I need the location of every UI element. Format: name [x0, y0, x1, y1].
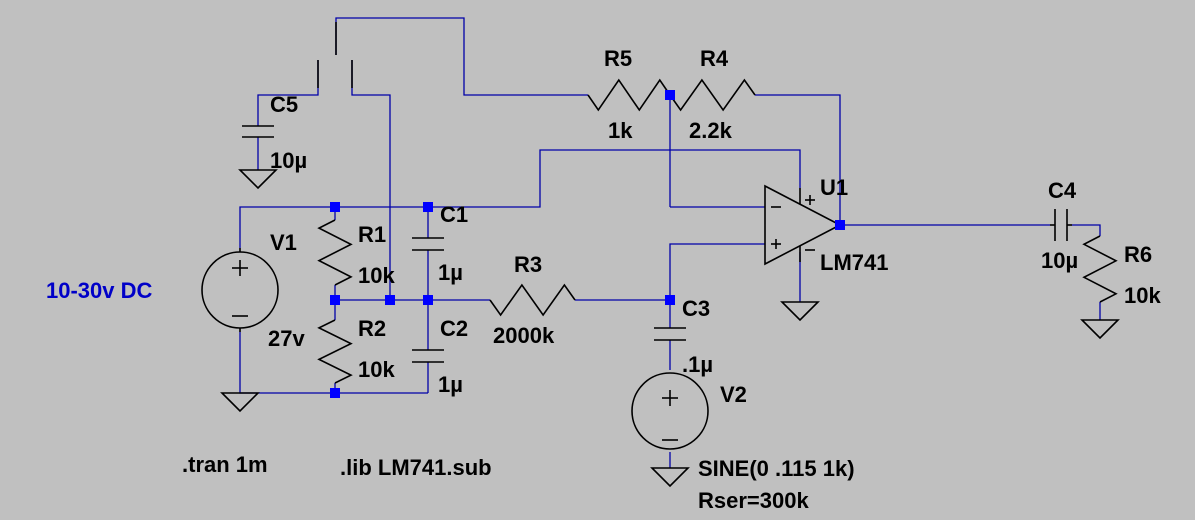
tran-directive: .tran 1m — [182, 452, 268, 477]
resistor-r1 — [317, 219, 353, 286]
r1-value: 10k — [358, 263, 395, 288]
resistors — [317, 78, 1118, 384]
u1-value: LM741 — [820, 250, 888, 275]
lib-directive: .lib LM741.sub — [340, 455, 492, 480]
r4-value: 2.2k — [689, 118, 733, 143]
supply-comment: 10-30v DC — [46, 278, 153, 303]
voltage-source-v2 — [631, 372, 709, 450]
r2-ref: R2 — [358, 316, 386, 341]
capacitor-c2 — [412, 349, 444, 363]
capacitor-c1 — [412, 237, 444, 251]
grounds — [220, 169, 1120, 488]
r5-ref: R5 — [604, 46, 632, 71]
junction-node — [330, 202, 340, 212]
ground-v1-icon — [220, 392, 260, 413]
resistor-r5 — [587, 78, 671, 112]
v2-ref: V2 — [720, 382, 747, 407]
c5-ref: C5 — [270, 92, 298, 117]
c4-value: 10µ — [1041, 248, 1078, 273]
r6-value: 10k — [1124, 283, 1161, 308]
switch-symbol — [317, 22, 353, 88]
r5-value: 1k — [608, 118, 633, 143]
c1-ref: C1 — [440, 202, 468, 227]
c5-value: 10µ — [270, 148, 307, 173]
junction-node — [835, 220, 845, 230]
junction-node — [423, 295, 433, 305]
labels: C5 10µ R5 1k R4 2.2k U1 LM741 V1 27v R1 … — [46, 46, 1161, 513]
junction-node — [423, 202, 433, 212]
resistor-r2 — [317, 319, 353, 384]
resistor-r4 — [669, 78, 756, 112]
c2-ref: C2 — [440, 316, 468, 341]
voltage-source-v1 — [201, 248, 279, 332]
c2-value: 1µ — [438, 372, 463, 397]
junction-node — [665, 90, 675, 100]
c1-value: 1µ — [438, 260, 463, 285]
c3-value: .1µ — [682, 352, 713, 377]
r3-ref: R3 — [514, 252, 542, 277]
ground-opamp-icon — [780, 301, 820, 322]
ground-c5-icon — [238, 169, 278, 190]
r6-ref: R6 — [1124, 242, 1152, 267]
v2-value: SINE(0 .115 1k) — [698, 456, 855, 481]
c4-ref: C4 — [1048, 178, 1077, 203]
junction-node — [665, 295, 675, 305]
capacitor-c5 — [242, 125, 274, 138]
junction-node — [330, 295, 340, 305]
r3-value: 2000k — [493, 323, 555, 348]
junction-node — [385, 295, 395, 305]
ground-r6-icon — [1080, 319, 1120, 340]
ground-v2-icon — [650, 467, 690, 488]
v2-series-resistance: Rser=300k — [698, 488, 809, 513]
opamp-u1 — [764, 184, 842, 266]
resistor-r3 — [489, 283, 576, 317]
junction-node — [330, 388, 340, 398]
capacitor-c4 — [1050, 209, 1072, 241]
v1-value: 27v — [268, 326, 305, 351]
r1-ref: R1 — [358, 222, 386, 247]
u1-ref: U1 — [820, 175, 848, 200]
r2-value: 10k — [358, 357, 395, 382]
capacitor-c3 — [654, 327, 686, 341]
r4-ref: R4 — [700, 46, 729, 71]
junctions — [330, 90, 845, 398]
resistor-r6 — [1082, 235, 1118, 303]
v1-ref: V1 — [270, 230, 297, 255]
c3-ref: C3 — [682, 296, 710, 321]
